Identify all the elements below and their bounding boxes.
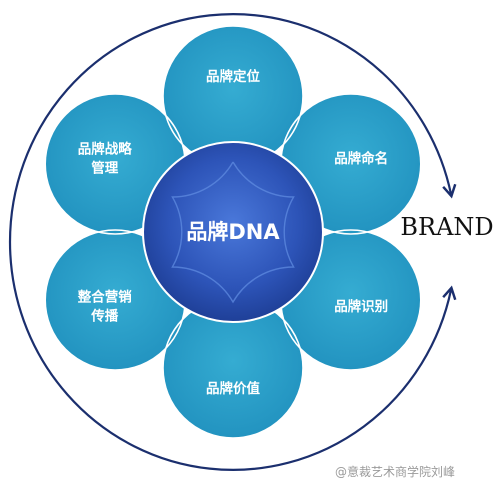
petal-label-6-line-2: 管理 bbox=[91, 160, 118, 177]
brand-label: BRAND bbox=[400, 213, 493, 241]
petal-label-6-line-1: 品牌战略 bbox=[78, 141, 132, 158]
petal-label-5-line-1: 整合营销 bbox=[78, 289, 132, 306]
petal-label-3-line-1: 品牌识别 bbox=[334, 298, 388, 315]
petal-label-4-line-1: 品牌价值 bbox=[206, 380, 260, 397]
petal-label-5-line-2: 传播 bbox=[90, 308, 118, 325]
center-label: 品牌DNA bbox=[186, 220, 280, 244]
petal-circles bbox=[45, 26, 421, 438]
outer-ring-arrow-upper bbox=[8, 13, 457, 243]
center-circle bbox=[142, 141, 324, 323]
petal-circle-4 bbox=[163, 298, 303, 438]
outer-ring-arrow-lower bbox=[8, 241, 457, 471]
petal-label-1-line-1: 品牌定位 bbox=[206, 68, 260, 85]
watermark-text: @意裁艺术商学院刘峰 bbox=[335, 464, 455, 479]
petal-label-2-line-1: 品牌命名 bbox=[334, 150, 388, 167]
center-star-shape bbox=[171, 161, 295, 304]
petal-circle-1 bbox=[163, 26, 303, 166]
